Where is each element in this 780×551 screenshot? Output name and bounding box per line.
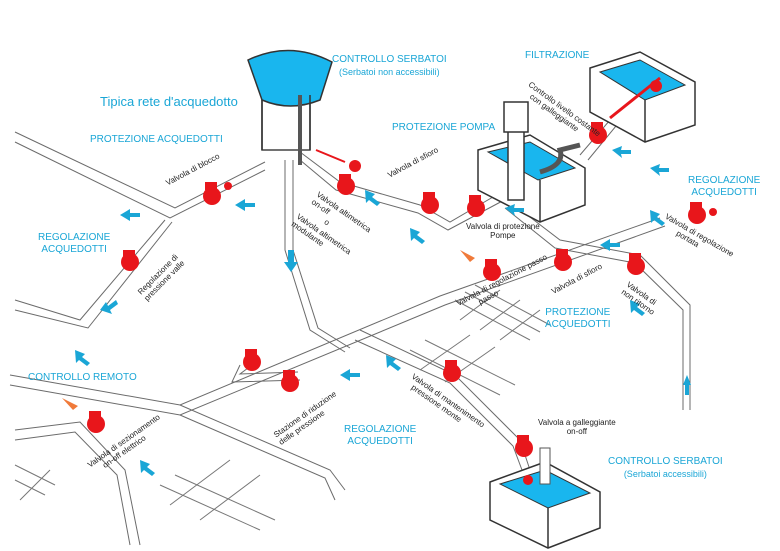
ground-grids [14, 284, 551, 531]
label-regolazione-bottom: REGOLAZIONE ACQUEDOTTI [344, 424, 416, 448]
label-line-2: ACQUEDOTTI [691, 187, 757, 198]
label-valvola-protezione-pompe: Valvola di protezione Pompe [466, 222, 540, 240]
label-controllo-serbatoi-bottom: CONTROLLO SERBATOI (Serbatoi accessibili… [608, 456, 723, 480]
valve-non-ritorno [627, 253, 645, 275]
label-sub: (Serbatoi non accessibili) [339, 67, 440, 77]
label-sub: (Serbatoi accessibili) [623, 469, 707, 479]
label-line-1: REGOLAZIONE [38, 232, 111, 243]
label-line-2: ACQUEDOTTI [347, 436, 413, 447]
label-protezione-acquedotti-mid: PROTEZIONE ACQUEDOTTI [545, 307, 611, 331]
label-controllo-serbatoi-top: CONTROLLO SERBATOI (Serbatoi non accessi… [332, 54, 447, 78]
filtration-tank [589, 51, 696, 143]
label-protezione-pompa: PROTEZIONE POMPA [392, 122, 496, 133]
label-line-1: Valvola a galleggiante [538, 418, 616, 427]
label-regolazione-left: REGOLAZIONE ACQUEDOTTI [38, 232, 110, 256]
valve-regolazione-passo [460, 250, 501, 281]
valves [62, 122, 717, 457]
valve-regolazione-portata [688, 202, 717, 224]
label-line-1: REGOLAZIONE [688, 175, 761, 186]
valve-riduttore-valle [121, 250, 139, 271]
valve-sfioro-mid [554, 249, 572, 271]
diagram-title: Tipica rete d'acquedotto [100, 94, 238, 109]
label-controllo-remoto: CONTROLLO REMOTO [28, 372, 137, 383]
label-title: CONTROLLO SERBATOI [608, 456, 723, 467]
label-line-2: ACQUEDOTTI [41, 244, 107, 255]
lower-tank [489, 447, 601, 549]
pump-tank [477, 101, 586, 223]
label-title: CONTROLLO SERBATOI [332, 54, 447, 65]
label-valvola-galleggiante: Valvola a galleggiante on-off [538, 418, 616, 436]
label-protezione-acquedotti-top: PROTEZIONE ACQUEDOTTI [90, 134, 223, 145]
label-filtrazione: FILTRAZIONE [525, 50, 590, 61]
valve-mantenimento [443, 360, 461, 382]
label-line-1: PROTEZIONE [545, 307, 611, 318]
valve-altimetrica [337, 160, 361, 195]
valve-sfioro-top [421, 192, 439, 214]
valve-sezionamento [62, 398, 105, 433]
valve-galleggiante [515, 435, 533, 457]
water-tower [247, 49, 346, 165]
label-line-2: Pompe [490, 231, 516, 240]
valve-riduzione-b [281, 370, 299, 392]
valve-blocco [203, 182, 232, 205]
label-line-1: REGOLAZIONE [344, 424, 417, 435]
valve-riduzione-a [243, 349, 261, 371]
valve-protezione-pompe [467, 195, 485, 217]
label-line-2: on-off [566, 427, 587, 436]
valve-filtration [589, 122, 607, 144]
flow-arrows [75, 146, 691, 476]
label-line-2: ACQUEDOTTI [545, 319, 611, 330]
label-regolazione-right: REGOLAZIONE ACQUEDOTTI [688, 175, 760, 199]
label-line-1: Valvola di protezione [466, 222, 540, 231]
